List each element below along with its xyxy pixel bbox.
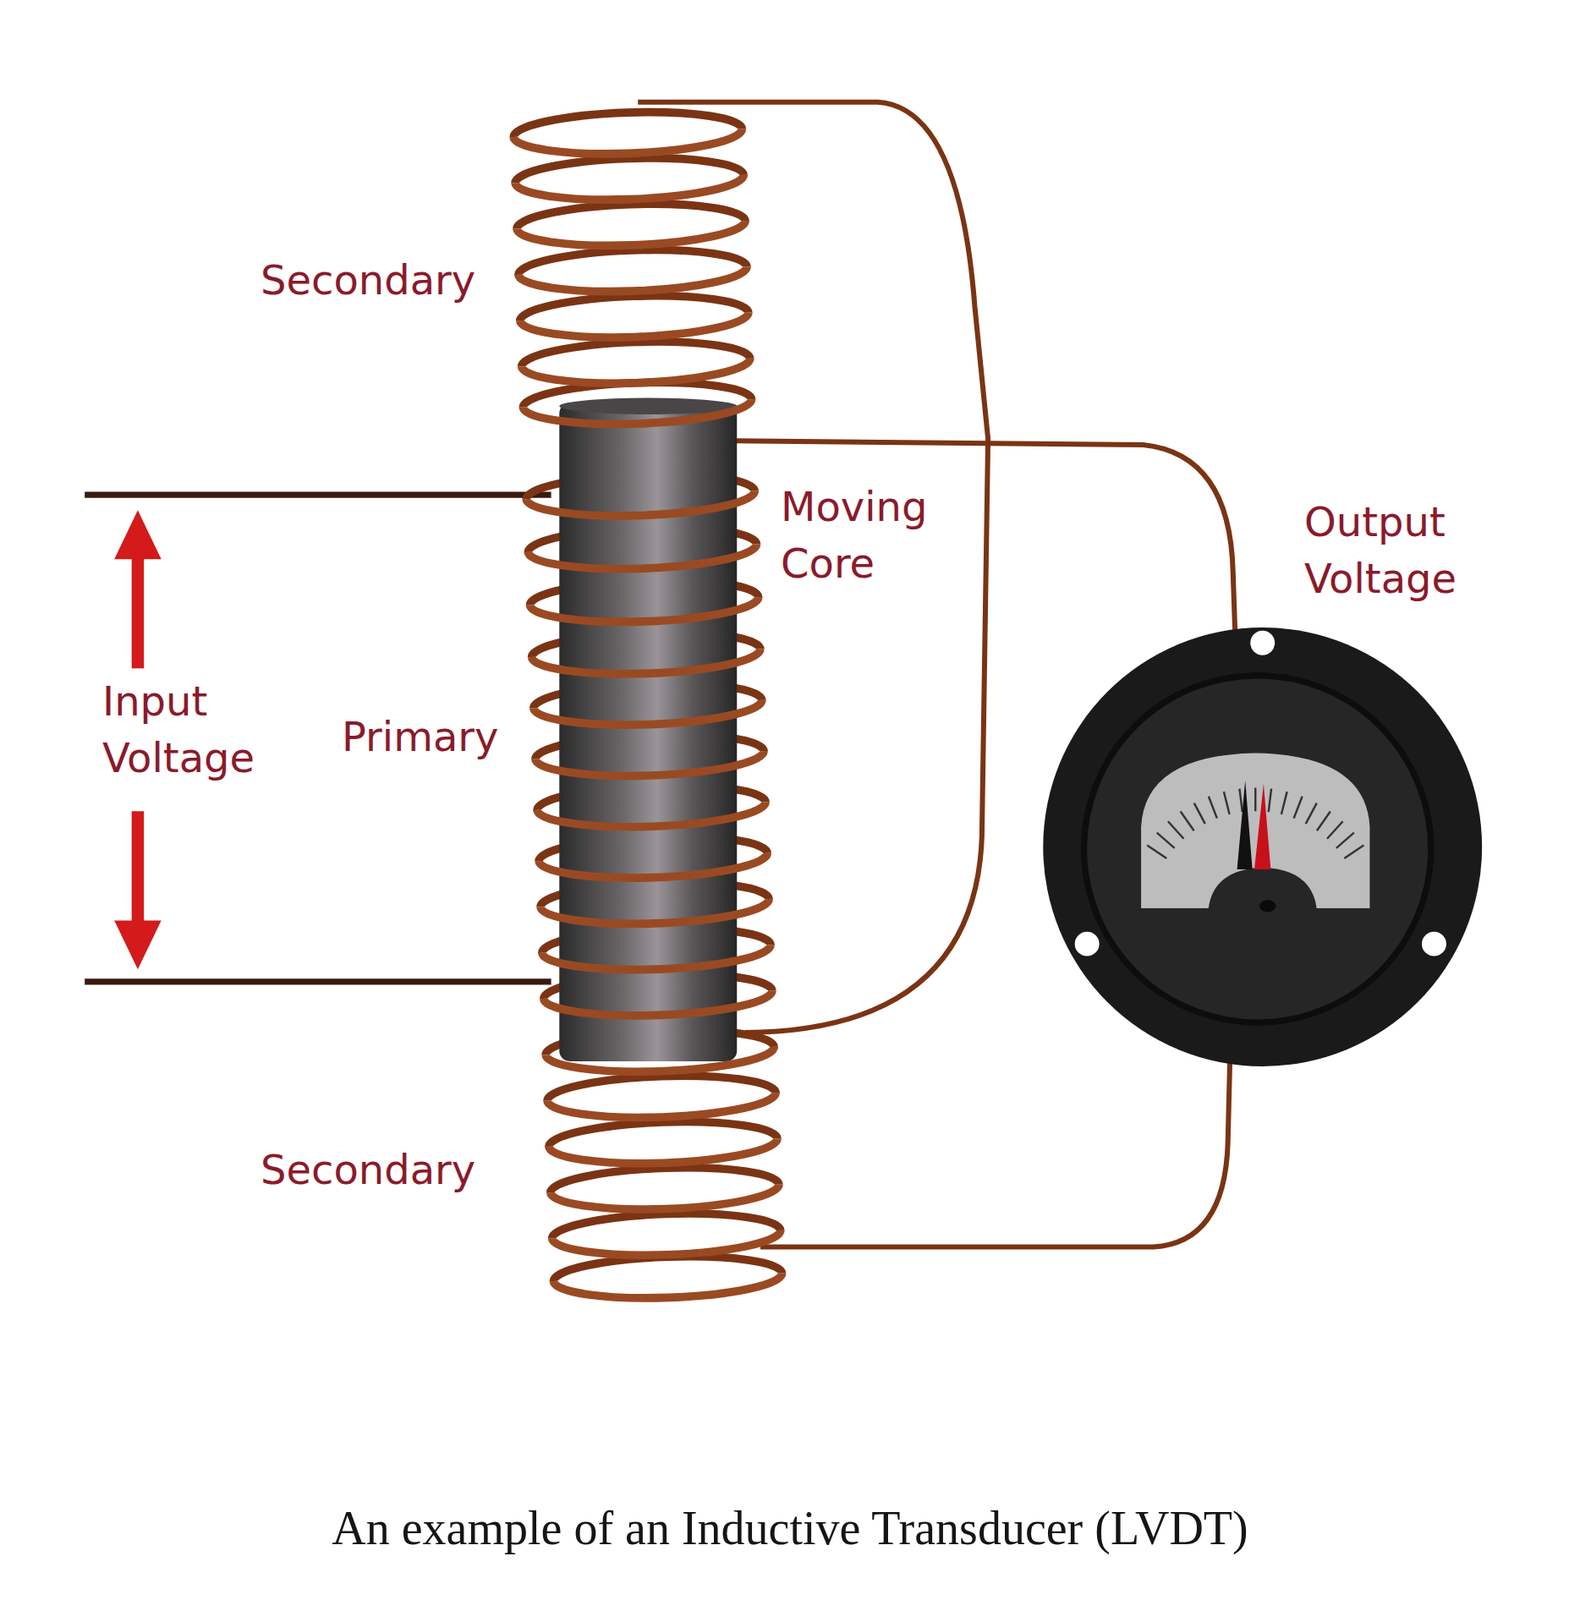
coil-label: Primary (341, 708, 499, 766)
coil-label: Secondary (260, 252, 476, 309)
coil-front (513, 129, 783, 1303)
coil-back (512, 108, 782, 1282)
core-label: Moving Core (780, 478, 967, 593)
input-lead (84, 978, 551, 985)
output-label: Output Voltage (1304, 493, 1525, 608)
voltmeter (1042, 627, 1482, 1067)
input-label: Input Voltage (102, 673, 306, 787)
figure-caption: An example of an Inductive Transducer (L… (0, 1501, 1580, 1556)
core-top (559, 398, 737, 415)
output-wire (760, 1061, 1230, 1248)
input-lead (84, 492, 551, 499)
output-wire (735, 440, 1235, 631)
coil-label: Secondary (260, 1141, 476, 1199)
